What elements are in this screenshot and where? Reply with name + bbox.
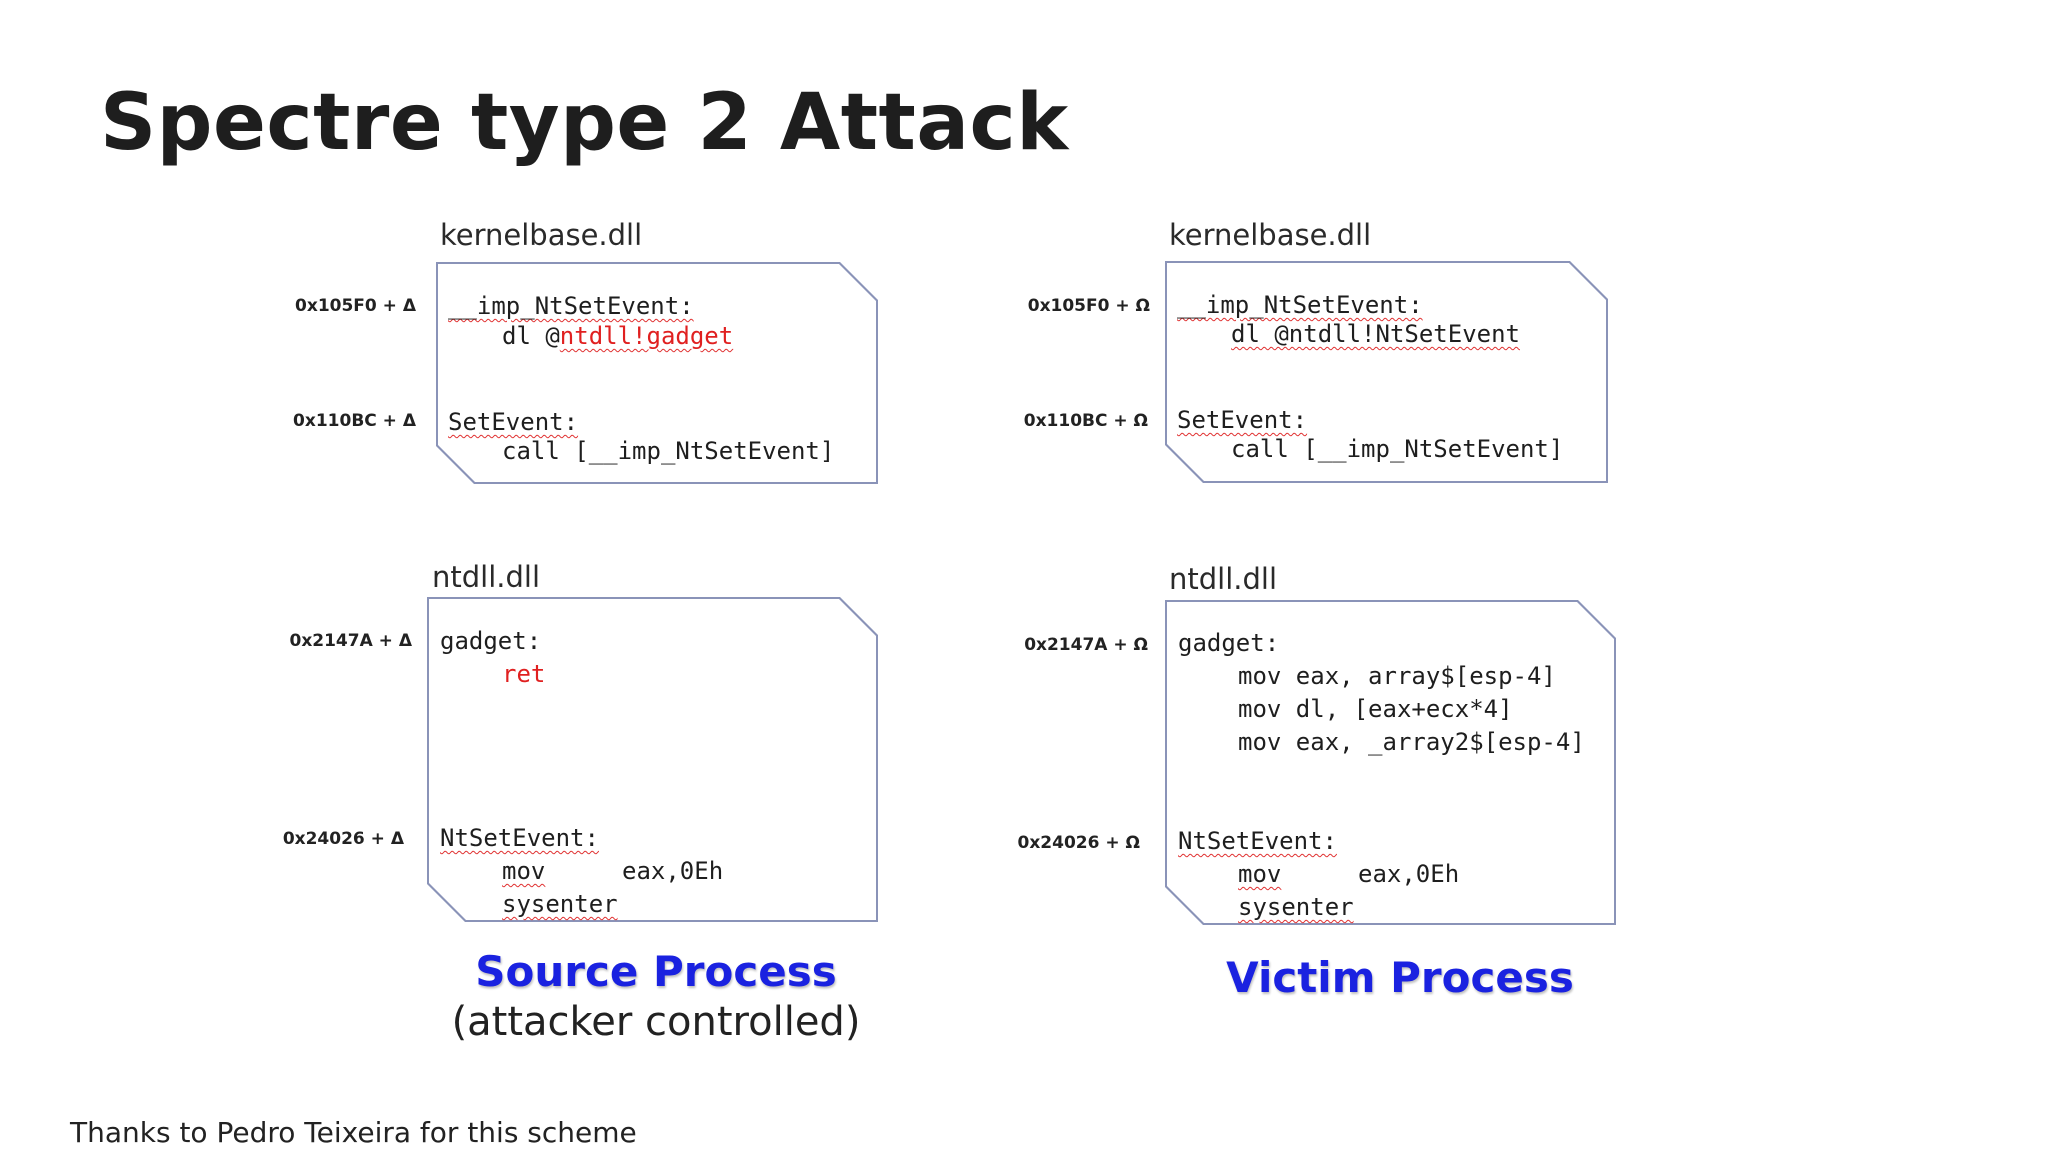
victim-addr-ntset: 0x24026 + Ω [1017,833,1140,853]
source-setevent-label: SetEvent: [448,408,579,436]
source-process-subtitle: (attacker controlled) [451,999,861,1045]
slide-credit: Thanks to Pedro Teixeira for this scheme [70,1116,637,1149]
victim-ntdll-label: ntdll.dll [1169,562,1278,596]
source-addr-setevent: 0x110BC + Δ [293,411,416,431]
victim-setevent-call: call [__imp_NtSetEvent] [1231,435,1564,463]
source-gadget-ret: ret [502,660,546,688]
source-imp-dl: dl @ntdll!gadget [502,322,734,350]
victim-gadget-line3: mov eax, _array2$[esp-4] [1238,728,1585,756]
source-ntdll-box [427,597,878,922]
victim-kernelbase-box [1165,261,1608,483]
source-process-title: Source Process [475,947,837,996]
victim-kernelbase-label: kernelbase.dll [1169,218,1372,252]
victim-ntdll-box [1165,600,1616,925]
victim-imp-dl: dl @ntdll!NtSetEvent [1231,320,1520,348]
source-kernelbase-box [436,262,878,484]
victim-setevent-label: SetEvent: [1177,406,1308,434]
source-addr-imp: 0x105F0 + Δ [295,296,416,316]
victim-process-title: Victim Process [1226,953,1574,1002]
source-ntset-sysenter: sysenter [502,890,618,918]
victim-addr-setevent: 0x110BC + Ω [1023,411,1148,431]
victim-imp-label: __imp_NtSetEvent: [1177,291,1423,319]
victim-gadget-line1: mov eax, array$[esp-4] [1238,662,1556,690]
source-kernelbase-label: kernelbase.dll [440,218,643,252]
source-imp-label: __imp_NtSetEvent: [448,292,694,320]
source-addr-ntset: 0x24026 + Δ [282,829,404,849]
slide-title: Spectre type 2 Attack [100,78,1069,168]
source-ntset-label: NtSetEvent: [440,824,599,852]
victim-ntset-sysenter: sysenter [1238,893,1354,921]
victim-ntset-mov-op: mov [1238,860,1282,888]
victim-gadget-line2: mov dl, [eax+ecx*4] [1238,695,1513,723]
source-setevent-call: call [__imp_NtSetEvent] [502,437,835,465]
victim-addr-gadget: 0x2147A + Ω [1024,635,1148,655]
victim-addr-imp: 0x105F0 + Ω [1027,296,1150,316]
victim-ntset-mov-args: eax,0Eh [1358,860,1460,888]
source-ntset-mov-args: eax,0Eh [622,857,724,885]
victim-ntset-label: NtSetEvent: [1178,827,1337,855]
source-addr-gadget: 0x2147A + Δ [289,631,412,651]
source-ntdll-label: ntdll.dll [432,560,541,594]
source-imp-target: ntdll!gadget [559,322,734,350]
source-ntset-mov-op: mov [502,857,546,885]
victim-gadget-label: gadget: [1178,629,1280,657]
source-gadget-label: gadget: [440,627,542,655]
